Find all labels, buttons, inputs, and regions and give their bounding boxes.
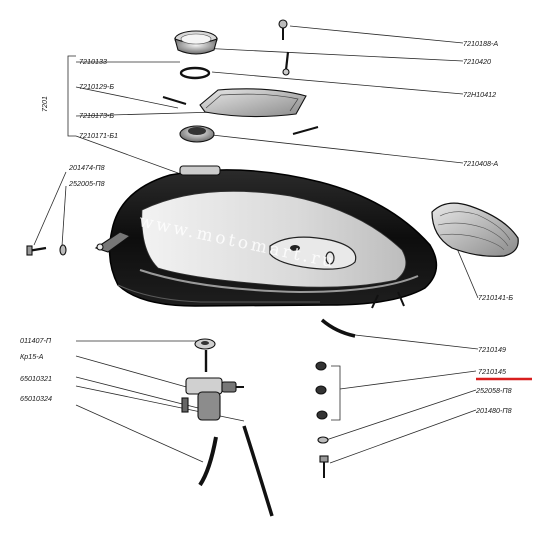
label-7210188-a: 7210188-А — [463, 39, 498, 48]
side-screw — [162, 96, 187, 105]
fuel-tank — [94, 165, 438, 309]
label-65010324: 65010324 — [20, 394, 52, 403]
label-201480-p8: 201480-П8 — [475, 406, 512, 415]
label-7210141-b: 7210141-Б — [478, 293, 513, 302]
knee-pad — [431, 202, 519, 257]
fuel-tap-washer — [194, 338, 216, 350]
label-252058-p8: 252058-П8 — [475, 386, 512, 395]
label-011407-p: 011407-П — [20, 336, 52, 345]
pad-screw — [292, 126, 319, 135]
label-7210129-b: 7210129-Б — [79, 82, 114, 91]
left-bolt — [26, 245, 47, 256]
label-65010321: 65010321 — [20, 374, 52, 383]
fuel-tap — [181, 350, 244, 421]
fuel-hoses — [198, 425, 274, 517]
label-kr15-a: Кр15-А — [20, 352, 44, 361]
label-7210420: 7210420 — [463, 57, 491, 66]
left-washer — [59, 244, 67, 256]
label-252005-p8: 252005-П8 — [68, 179, 105, 188]
cap-neck — [179, 125, 215, 143]
rubber-strip — [320, 318, 356, 338]
bolt-small — [319, 455, 329, 478]
cap-screw — [278, 19, 288, 40]
label-7210145: 7210145 — [478, 367, 507, 376]
cap-gasket — [179, 66, 211, 80]
label-7210173-b: 7210173-Б — [79, 111, 114, 120]
washer-small — [317, 436, 329, 444]
group-label: 7201 — [40, 96, 49, 112]
label-7210408-a: 7210408-А — [463, 159, 498, 168]
label-7210149: 7210149 — [478, 345, 506, 354]
part-labels: 7210188-А 7210133 7210420 7210129-Б 72H1… — [20, 39, 513, 415]
top-pad — [199, 88, 307, 118]
label-7210133: 7210133 — [79, 57, 107, 66]
label-201474-p8: 201474-П8 — [68, 163, 105, 172]
pad-bolt-upper — [282, 51, 290, 76]
nuts-stack — [315, 361, 328, 420]
label-7210171-b1: 7210171-Б1 — [79, 131, 118, 140]
label-72h10412: 72H10412 — [463, 90, 496, 99]
filler-cap — [174, 30, 218, 55]
